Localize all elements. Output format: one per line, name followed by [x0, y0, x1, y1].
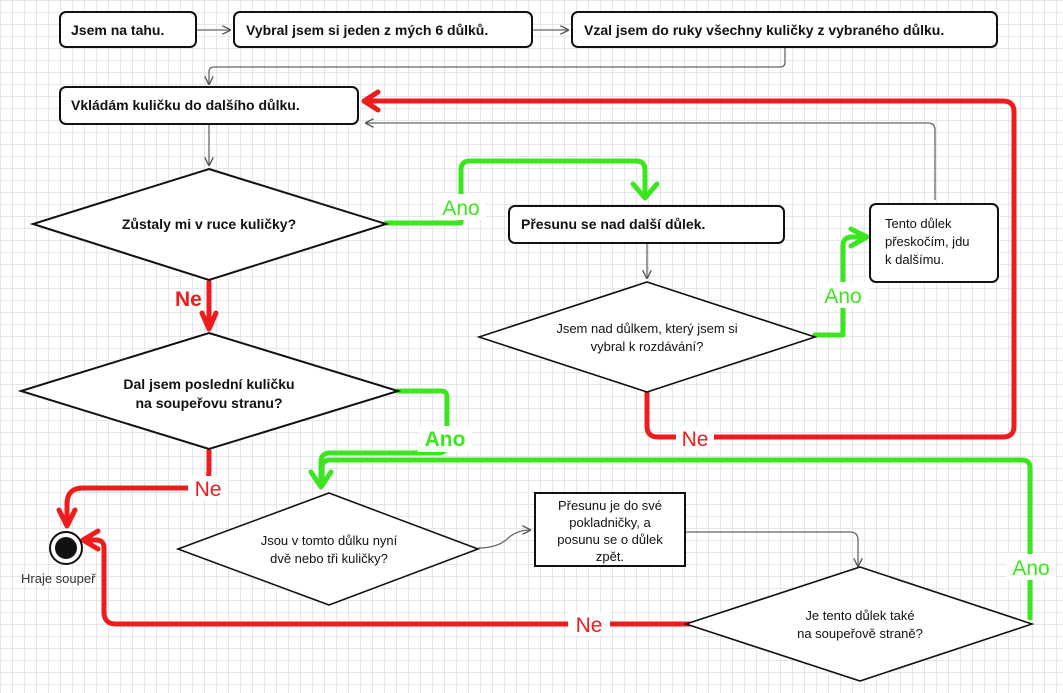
edge-d2-no	[363, 98, 1017, 440]
edge-d2-yes-arrowhead	[848, 226, 870, 249]
decision-label-2: dvě nebo tři kuličky?	[270, 551, 388, 566]
node-label-3: k dalšímu.	[885, 252, 944, 267]
edge-d3-no	[64, 448, 212, 527]
node-label-1: Tento důlek	[885, 216, 952, 231]
node-shape	[59, 86, 359, 125]
diamond-shape	[17, 331, 402, 451]
node-shape	[571, 11, 998, 48]
node-label: Přesunu se nad další důlek.	[521, 216, 705, 232]
diamond-shape	[683, 566, 1035, 682]
gray-connectors	[197, 30, 936, 566]
node-shape	[59, 11, 197, 48]
decision-label-1: Jsem nad důlkem, který jsem si	[556, 321, 737, 336]
decision-two-or-three: Jsou v tomto důlku nyní dvě nebo tři kul…	[175, 492, 481, 606]
decision-label: Zůstaly mi v ruce kuličky?	[122, 216, 296, 232]
edge-d2-yes	[812, 234, 869, 338]
decision-label-1: Je tento důlek také	[805, 608, 914, 623]
decision-opponent-side: Je tento důlek také na soupeřově straně?	[683, 566, 1035, 682]
node-skip-pit: Tento důlek přeskočím, jdu k dalšímu.	[869, 203, 999, 283]
edge-d5-no	[81, 537, 693, 627]
edge-d1-no-arrowhead	[199, 310, 219, 332]
node-label-2: pokladničky, a	[569, 515, 651, 530]
label-bg	[817, 282, 869, 308]
node-shape	[233, 11, 533, 48]
end-node: Hraje soupeř	[21, 531, 96, 586]
node-take-seeds: Vzal jsem do ruky všechny kuličky z vybr…	[571, 11, 998, 48]
label-d5-yes: Ano	[1012, 557, 1049, 580]
diamond-shape	[175, 492, 481, 606]
label-bg	[1006, 554, 1056, 580]
node-capture: Přesunu je do své pokladničky, a posunu …	[534, 492, 686, 567]
label-bg	[676, 426, 714, 450]
decision-original-pit: Jsem nad důlkem, který jsem si vybral k …	[476, 281, 818, 393]
node-move-next: Přesunu se nad další důlek.	[508, 205, 785, 244]
node-label: Vzal jsem do ruky všechny kuličky z vybr…	[584, 22, 944, 38]
node-label: Vybral jsem si jeden z mých 6 důlků.	[246, 22, 488, 38]
edge-n3-n4	[209, 47, 786, 84]
label-d1-yes: Ano	[442, 197, 479, 220]
end-circle-inner	[55, 537, 77, 559]
decision-label-1: Dal jsem poslední kuličku	[123, 376, 294, 392]
node-label-4: zpět.	[596, 549, 624, 564]
decision-seeds-left: Zůstaly mi v ruce kuličky?	[29, 167, 390, 282]
edge-d1-yes	[383, 158, 648, 226]
edge-d5-no-arrowhead	[80, 528, 101, 552]
node-label: Jsem na tahu.	[71, 22, 164, 38]
no-connectors	[56, 89, 1017, 627]
node-start: Jsem na tahu.	[59, 11, 197, 48]
node-label: Vkládám kuličku do dalšího důlku.	[71, 97, 300, 113]
label-d2-yes: Ano	[824, 285, 861, 308]
decision-last-seed-opponent: Dal jsem poslední kuličku na soupeřovu s…	[17, 331, 402, 451]
edge-d3-no-arrowhead	[56, 507, 78, 529]
label-d5-no: Ne	[576, 614, 603, 637]
node-shape	[508, 205, 785, 244]
edge-d3-yes-arrowhead	[308, 469, 334, 490]
label-bg	[436, 194, 486, 220]
edge-labels: Ano Ne Ano Ne Ano Ne Ano Ne	[175, 194, 1056, 637]
decision-label-2: vybral k rozdávání?	[591, 339, 704, 354]
edge-d4-n7	[477, 530, 530, 549]
node-shape	[534, 492, 686, 567]
edge-n7-d5	[685, 531, 858, 566]
decision-label-2: na soupeřově straně?	[797, 626, 923, 641]
node-label-1: Přesunu je do své	[558, 498, 662, 513]
edge-d5-yes	[319, 457, 1033, 621]
diamond-shape	[29, 167, 390, 282]
label-bg	[188, 476, 228, 500]
label-bg	[418, 426, 472, 452]
diamond-shape	[476, 281, 818, 393]
node-label-3: posunu se o důlek	[557, 532, 663, 547]
node-choose-pit: Vybral jsem si jeden z mých 6 důlků.	[233, 11, 533, 48]
edge-d2-no-arrowhead	[361, 89, 381, 113]
edge-d1-yes-arrowhead	[630, 181, 660, 201]
node-label-2: přeskočím, jdu	[885, 234, 970, 249]
label-d1-no: Ne	[175, 288, 202, 311]
label-d2-no: Ne	[682, 428, 709, 451]
node-sow-seed: Vkládám kuličku do dalšího důlku.	[59, 86, 359, 125]
label-d3-yes: Ano	[425, 428, 466, 451]
decision-label-1: Jsou v tomto důlku nyní	[261, 533, 398, 548]
label-bg	[568, 612, 610, 636]
decision-label-2: na soupeřovu stranu?	[135, 395, 282, 411]
label-d3-no: Ne	[195, 478, 222, 501]
end-label: Hraje soupeř	[21, 571, 96, 586]
edge-n6-n4	[366, 123, 936, 200]
node-shape	[869, 203, 999, 283]
